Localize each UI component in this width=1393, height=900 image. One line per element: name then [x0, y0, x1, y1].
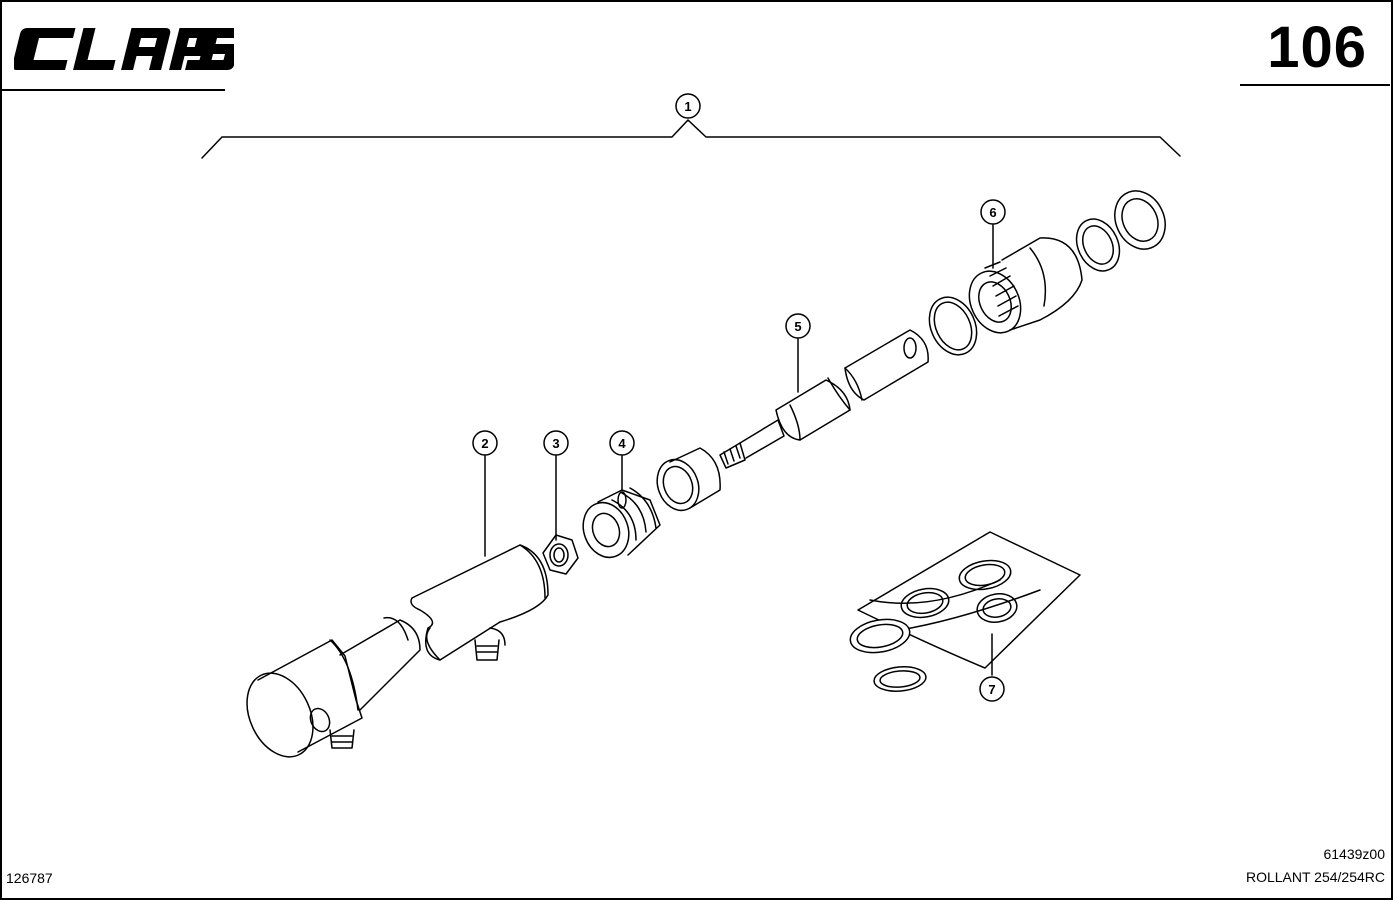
callout-6: [980, 199, 1006, 225]
hex-nut: [542, 534, 579, 575]
callout-7: [979, 676, 1005, 702]
callout-label-6: 6: [989, 205, 996, 220]
figure-code: 61439z00: [1323, 846, 1385, 862]
callout-label-3: 3: [552, 436, 559, 451]
callout-4: [609, 430, 635, 456]
callouts: [472, 93, 1006, 702]
page-number: 106: [1267, 15, 1367, 80]
claas-logo-s: [185, 28, 234, 70]
callout-1: [675, 93, 701, 119]
callout-labels: 1 2 3 4 5 6 7: [481, 99, 996, 697]
cylinder-barrel: [246, 544, 549, 758]
seal-rings: [1075, 190, 1166, 272]
seal-kit: [849, 531, 1081, 692]
cylinder-head: [968, 237, 1083, 334]
piston: [582, 487, 661, 559]
callout-label-2: 2: [481, 436, 488, 451]
callout-label-4: 4: [618, 436, 626, 451]
callout-label-7: 7: [988, 682, 995, 697]
callout-label-1: 1: [684, 99, 691, 114]
header-rule-right: [1240, 84, 1390, 86]
callout-3: [543, 430, 569, 456]
guide-sleeve: [656, 447, 721, 512]
callout-label-5: 5: [794, 319, 801, 334]
header-rule-left: [0, 89, 225, 91]
assembly-bracket: [201, 119, 1181, 159]
callout-5: [785, 313, 811, 339]
o-ring-large: [928, 296, 978, 356]
model-name: ROLLANT 254/254RC: [1245, 869, 1385, 885]
callout-2: [472, 430, 498, 456]
drawing-id: 126787: [6, 870, 53, 886]
piston-rod: [719, 329, 929, 469]
